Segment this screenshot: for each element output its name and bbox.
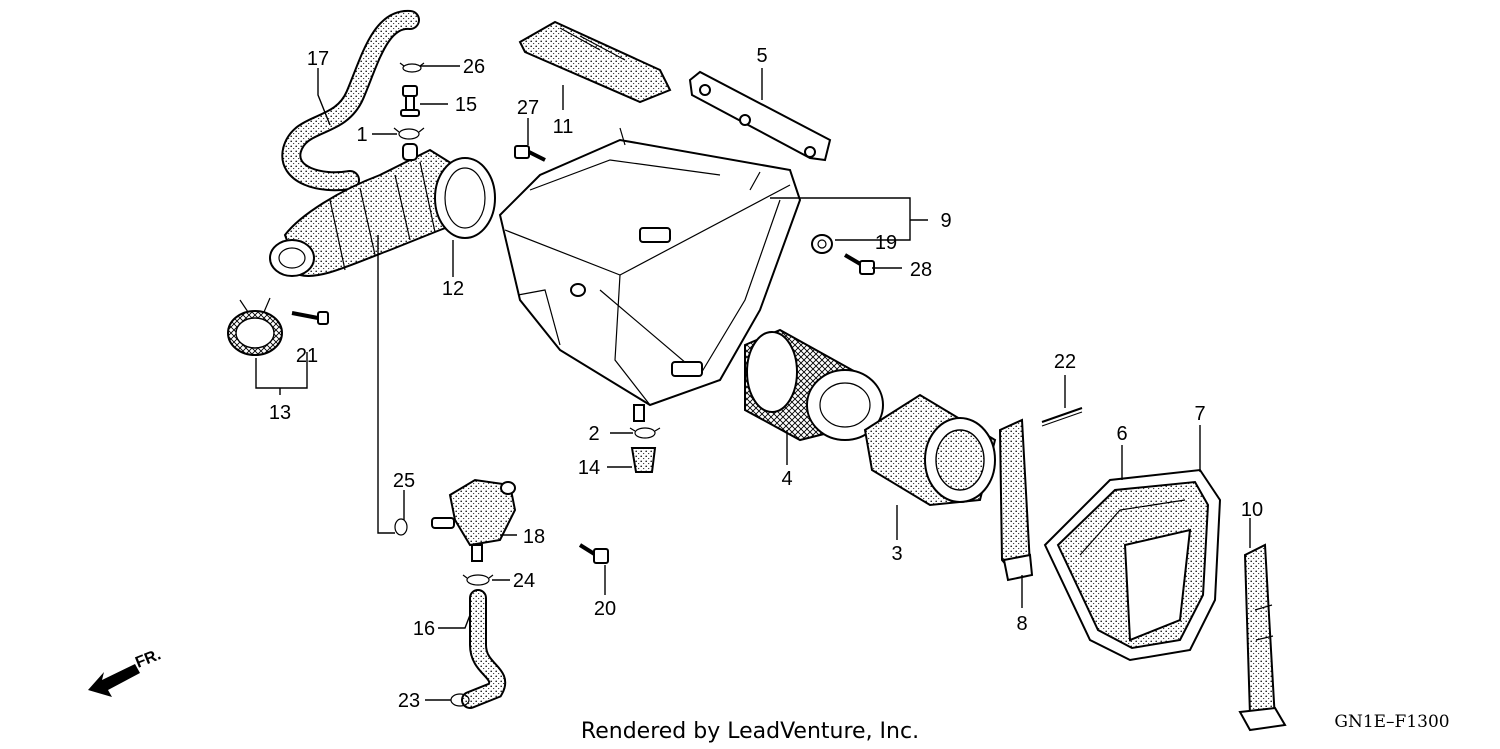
callout-13: 13: [269, 402, 291, 424]
callout-2: 2: [588, 423, 599, 445]
foam-element-3: [863, 393, 997, 507]
callout-7: 7: [1194, 403, 1205, 425]
credit-text: Rendered by LeadVenture, Inc.: [581, 719, 919, 744]
callout-5: 5: [756, 45, 767, 67]
drain-cap-14: [630, 447, 657, 473]
bolt-20: [578, 543, 609, 564]
callout-26: 26: [463, 56, 485, 78]
strap-10: [1238, 543, 1287, 732]
callout-9: 9: [940, 210, 951, 232]
clip-26: [399, 62, 425, 73]
callout-28: 28: [910, 259, 932, 281]
fitting-15: [400, 85, 420, 117]
filter-element-4: [744, 328, 884, 442]
callout-3: 3: [891, 543, 902, 565]
callout-4: 4: [781, 468, 792, 490]
clip-24: [462, 574, 494, 586]
grommet-19: [811, 234, 833, 254]
clip-25: [394, 518, 408, 536]
bracket-5: [688, 70, 832, 162]
intake-tube-12: [269, 143, 496, 277]
callout-11: 11: [553, 116, 574, 138]
callout-6: 6: [1116, 423, 1127, 445]
callout-20: 20: [594, 598, 616, 620]
callout-12: 12: [442, 278, 464, 300]
cover-6-7: [1043, 468, 1222, 662]
hose-16: [461, 589, 507, 709]
callout-25: 25: [393, 470, 415, 492]
bolt-28: [843, 253, 875, 275]
callout-23: 23: [398, 690, 420, 712]
diagram-code: GN1E–F1300: [1334, 712, 1449, 732]
clip-1: [393, 127, 425, 140]
air-cleaner-housing: [498, 127, 802, 422]
callout-24: 24: [513, 570, 535, 592]
callout-21: 21: [296, 345, 318, 367]
front-direction-arrow: FR.: [88, 646, 163, 697]
callout-18: 18: [523, 526, 545, 548]
separator-18: [431, 478, 517, 562]
direction-label: FR.: [133, 646, 163, 671]
callout-labels: 17 26 15 1 12 11 5 27 9 19 28 21 13 2 14…: [269, 45, 1263, 712]
callout-19: 19: [875, 232, 897, 254]
leader-lines: [255, 65, 1251, 701]
clip-2: [629, 427, 661, 439]
bolt-27: [514, 145, 546, 162]
callout-14: 14: [578, 457, 600, 479]
callout-8: 8: [1016, 613, 1027, 635]
callout-16: 16: [413, 618, 435, 640]
cover-11: [518, 20, 672, 104]
callout-15: 15: [455, 94, 477, 116]
callout-27: 27: [517, 97, 539, 119]
callout-22: 22: [1054, 351, 1076, 373]
callout-1: 1: [356, 124, 367, 146]
breather-hose-17: [281, 10, 420, 192]
screw-21: [291, 311, 329, 325]
clamp-13: [227, 297, 283, 356]
pin-22: [1041, 407, 1083, 427]
strap-8: [998, 418, 1034, 582]
callout-17: 17: [307, 48, 329, 70]
callout-10: 10: [1241, 499, 1263, 521]
